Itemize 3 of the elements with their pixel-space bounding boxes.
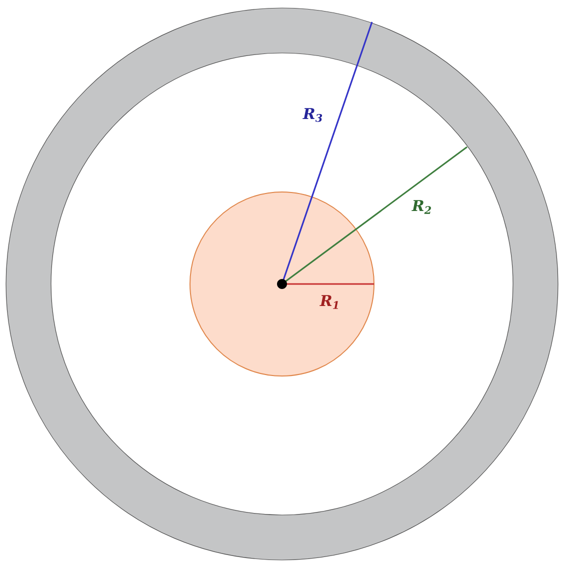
radius-label: R$_{3}$: [302, 108, 322, 122]
radius-label: R$_{2}$: [412, 200, 431, 214]
radius-label: R$_{1}$: [320, 295, 338, 309]
